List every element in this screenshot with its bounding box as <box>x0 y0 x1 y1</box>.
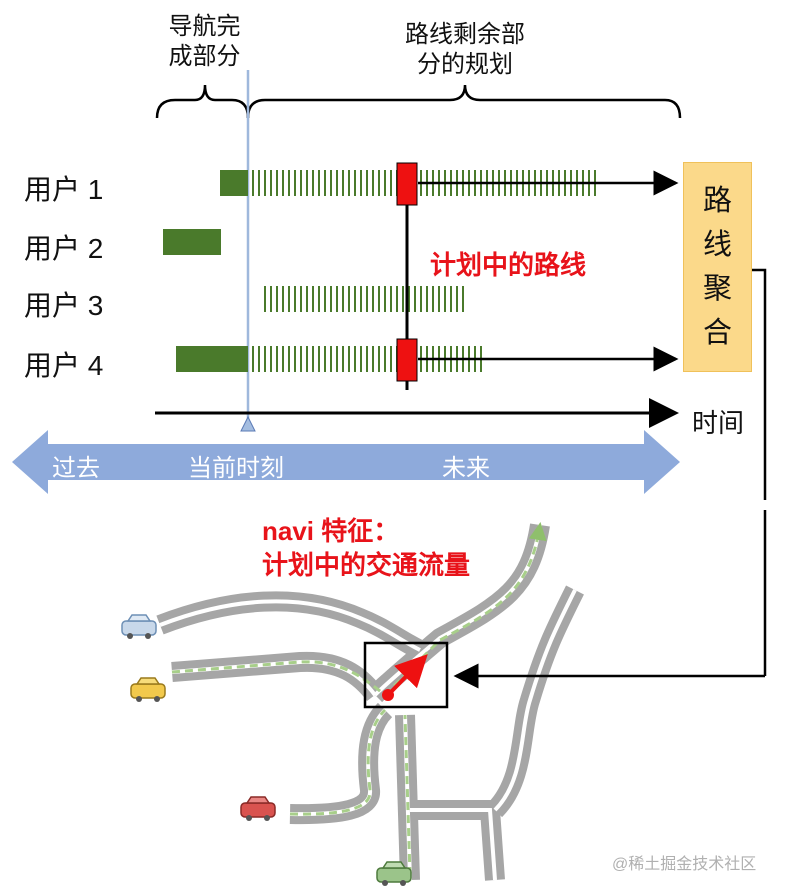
agg-char-1: 路 <box>702 185 732 217</box>
current-time-marker <box>240 415 256 432</box>
timeline-double-arrow <box>12 430 680 494</box>
focus-junction-box <box>363 641 449 709</box>
timeline-past-label: 过去 <box>52 455 100 482</box>
navi-feature-label: navi 特征： 计划中的交通流量 <box>262 516 471 580</box>
route-timeline-diagram <box>12 70 767 500</box>
user1-planned-marker <box>396 162 418 206</box>
agg-char-4: 合 <box>702 317 732 349</box>
car-green-icon <box>376 861 412 886</box>
aggregation-connector <box>752 268 767 500</box>
road-map <box>121 510 767 886</box>
user-label-3: 用户 3 <box>24 290 104 321</box>
brace-completed <box>155 84 250 119</box>
user2-completed-segment <box>163 229 221 255</box>
roads <box>156 523 584 881</box>
agg-char-3: 聚 <box>702 273 732 305</box>
car-blue-icon <box>121 614 157 639</box>
planned-flow-arrow <box>386 654 428 697</box>
user1-completed-segment <box>220 170 248 196</box>
user-label-2: 用户 2 <box>24 233 104 264</box>
route-aggregation-box: 路 线 聚 合 <box>683 162 752 372</box>
user-label-4: 用户 4 <box>24 350 104 381</box>
car-yellow-icon <box>130 677 166 702</box>
header-remaining: 路线剩余部 分的规划 <box>405 21 525 78</box>
brace-remaining <box>246 84 682 119</box>
user3-planned-segment <box>262 286 464 312</box>
timeline-now-label: 当前时刻 <box>188 455 284 482</box>
user4-completed-segment <box>176 346 248 372</box>
user-label-1: 用户 1 <box>24 174 104 205</box>
car-red-icon <box>240 796 276 821</box>
planned-route-label: 计划中的路线 <box>430 250 587 280</box>
header-completed: 导航完 成部分 <box>168 13 241 70</box>
watermark: @稀土掘金技术社区 <box>612 856 757 873</box>
timeline-future-label: 未来 <box>442 455 490 482</box>
flow-origin-dot <box>382 689 394 701</box>
user4-planned-marker <box>396 338 418 382</box>
time-axis-label: 时间 <box>692 408 745 438</box>
agg-char-2: 线 <box>702 229 732 261</box>
